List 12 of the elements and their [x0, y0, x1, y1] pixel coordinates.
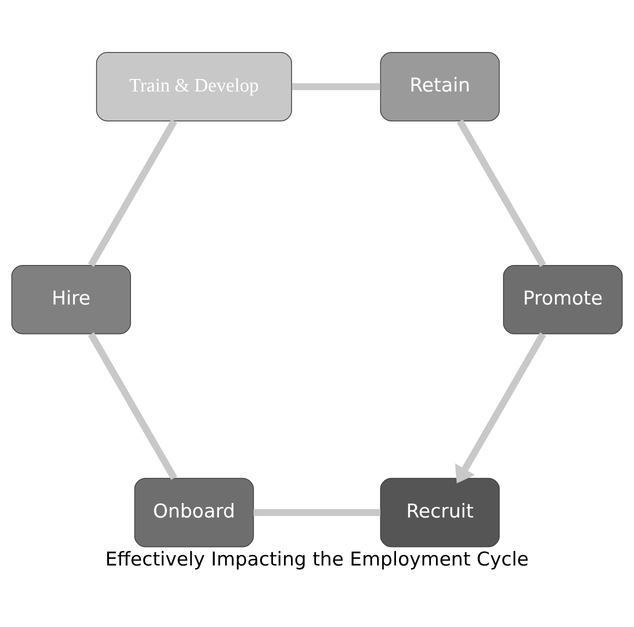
- node-box: Hire: [11, 264, 131, 334]
- node-box: Promote: [503, 264, 623, 334]
- arrow: [455, 332, 546, 484]
- connector: [88, 119, 178, 267]
- connector: [456, 119, 546, 267]
- connector: [88, 332, 178, 480]
- node-box: Retain: [380, 52, 500, 122]
- connector: [292, 83, 380, 90]
- node-box: Onboard: [134, 478, 254, 548]
- connector: [253, 509, 380, 516]
- node-box: Recruit: [380, 478, 500, 548]
- diagram-title: Effectively Impacting the Employment Cycle: [105, 548, 529, 571]
